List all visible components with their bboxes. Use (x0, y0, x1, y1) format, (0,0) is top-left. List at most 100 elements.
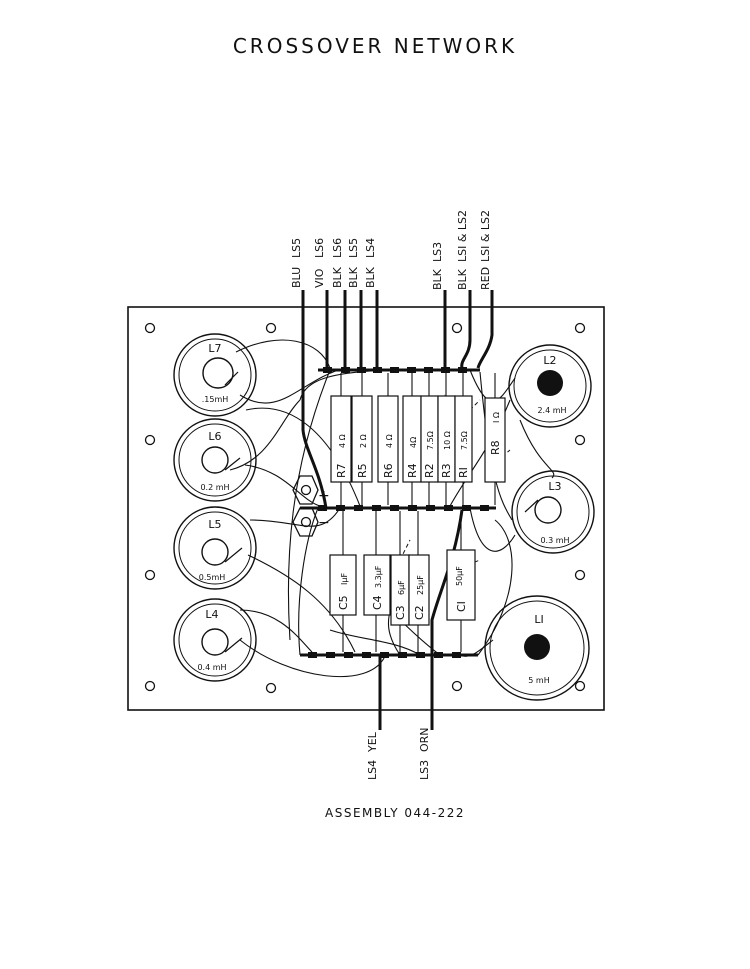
bottom-wire-labels: YEL LS4 ORN LS3 (366, 727, 431, 780)
capacitor-id: C4 (371, 595, 384, 610)
inductor-outer (173, 598, 257, 682)
plus-terminal-screw (300, 484, 312, 496)
wire-speaker-label: LS3 (431, 242, 444, 262)
mounting-hole (144, 322, 156, 334)
input-terminals (292, 475, 319, 537)
resistor-value: 7.5Ω (426, 431, 435, 450)
mounting-hole (574, 322, 586, 334)
mounting-hole (574, 569, 586, 581)
mounting-hole (265, 682, 277, 694)
resistor-value: 4Ω (409, 437, 418, 448)
resistor-value: 4 Ω (338, 434, 347, 448)
inductor-l7: L7 .15mH (173, 333, 257, 417)
wire-speaker-label: LS6 (313, 238, 326, 258)
inductor-core (201, 446, 229, 474)
capacitor-bodies (329, 549, 476, 626)
wire-speaker-label: LS5 (347, 238, 360, 258)
capacitor-id: CI (455, 601, 468, 612)
lead-wire (476, 290, 494, 369)
inductor-l6: L6 0.2 mH (173, 418, 257, 502)
mounting-hole (574, 680, 586, 692)
resistor-ri (454, 395, 473, 483)
inductor-outer (173, 418, 257, 502)
mounting-hole (451, 680, 463, 692)
mounting-hole (144, 569, 156, 581)
wire-color-label: BLK (347, 266, 360, 288)
wire-color-label: VIO (313, 268, 326, 288)
resistor-r7 (330, 395, 352, 483)
mounting-hole (144, 680, 156, 692)
capacitor-value: 6μF (397, 580, 406, 595)
inductor-outer (173, 506, 257, 590)
inductor-winding (178, 511, 252, 585)
bottom-lead-wires (378, 509, 464, 730)
inductor-winding (178, 423, 252, 497)
inductor-l5: L5 0.5mH (173, 506, 257, 590)
inductor-outer (173, 333, 257, 417)
mounting-hole (451, 322, 463, 334)
resistor-bodies (330, 395, 506, 483)
minus-label: − (318, 515, 330, 531)
capacitor-value: 3.3μF (374, 565, 383, 588)
inductor-l4: L4 0.4 mH (173, 598, 257, 682)
resistor-value: 4 Ω (385, 434, 394, 448)
capacitor-id: C3 (394, 605, 407, 620)
capacitor-id: C5 (337, 595, 350, 610)
wire-color-label: ORN (418, 727, 431, 752)
inductor-id: LI (534, 613, 543, 626)
wire-speaker-label: LS4 (364, 238, 377, 258)
resistor-id: R2 (423, 463, 436, 478)
capacitor-value: 25μF (416, 575, 425, 595)
inductor-core (534, 496, 562, 524)
resistor-id: R7 (335, 463, 348, 478)
inductor-winding (178, 338, 252, 412)
inductor-l3: L3 0.3 mH (511, 470, 595, 554)
mounting-hole (574, 434, 586, 446)
wire-color-label: BLK (331, 266, 344, 288)
resistor-value: 7.5Ω (460, 431, 469, 450)
inductor-core (201, 538, 229, 566)
inductor-id: L3 (548, 480, 561, 493)
capacitor-c2 (408, 554, 430, 626)
inductor-value: 0.3 mH (540, 536, 569, 545)
wire-color-label: BLU (290, 267, 303, 288)
wire-speaker-label: LS6 (331, 238, 344, 258)
wire-color-label: BLK (431, 268, 444, 290)
inductor-winding (178, 603, 252, 677)
resistor-r8 (484, 397, 506, 483)
capacitor-id: C2 (413, 605, 426, 620)
wire-speaker-label: LS3 (418, 760, 431, 780)
inductor-core (201, 628, 229, 656)
capacitor-c4 (363, 554, 391, 616)
inductor-value: 0.4 mH (197, 663, 226, 672)
inductor-outer (508, 344, 592, 428)
resistor-id: R8 (489, 440, 502, 455)
inductor-l2: L2 2.4 mH (508, 344, 592, 428)
inductor-l1: LI 5 mH (484, 595, 590, 701)
resistor-id: R6 (382, 463, 395, 478)
wire-color-label: BLK (364, 266, 377, 288)
minus-terminal (292, 507, 319, 537)
capacitor-value: IμF (340, 573, 349, 585)
resistor-id: R3 (440, 463, 453, 478)
inductor-winding (489, 600, 585, 696)
inductor-value: 0.5mH (199, 573, 226, 582)
inductor-value: 5 mH (528, 676, 549, 685)
inductor-value: 2.4 mH (537, 406, 566, 415)
inductor-outer (484, 595, 590, 701)
resistor-r5 (351, 395, 373, 483)
component-leads (340, 373, 496, 652)
wire-speaker-label: LS4 (366, 760, 379, 780)
inductor-core (202, 357, 234, 389)
inductor-outer (511, 470, 595, 554)
inductor-core (524, 634, 550, 660)
inductor-id: L7 (208, 342, 221, 355)
mounting-hole (144, 434, 156, 446)
wire-color-label: RED (479, 267, 492, 290)
inductor-id: L6 (208, 430, 221, 443)
plus-terminal (292, 475, 319, 505)
capacitor-c5 (329, 554, 357, 616)
capacitor-value: 50μF (455, 566, 464, 586)
resistor-value: 2 Ω (359, 434, 368, 448)
